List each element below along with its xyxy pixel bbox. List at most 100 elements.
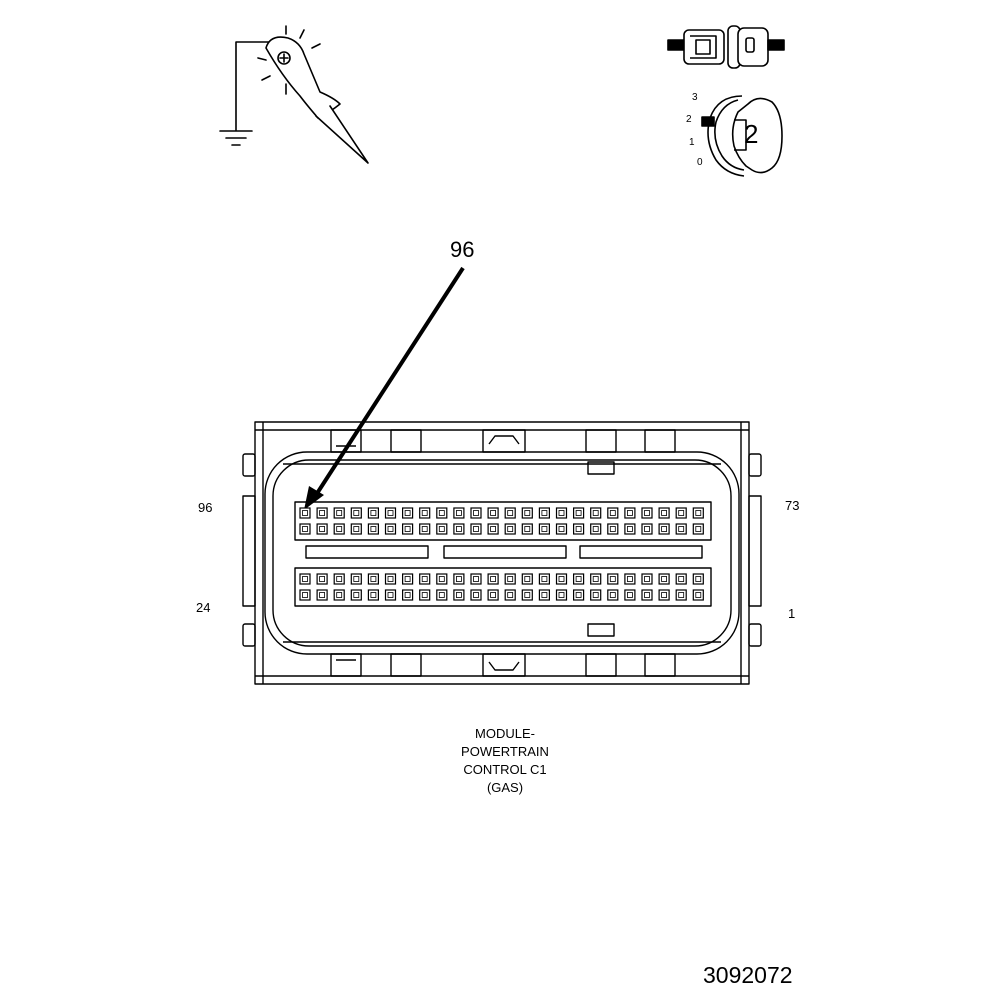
pin-cavity: [436, 507, 448, 519]
pin-terminal: [695, 526, 702, 532]
pin-terminal: [490, 526, 497, 532]
pin-label-top-left: 96: [198, 500, 213, 515]
connector-caption: MODULE- POWERTRAIN CONTROL C1 (GAS): [420, 725, 590, 797]
figure-id: 3092072: [703, 962, 793, 988]
pin-terminal: [302, 592, 308, 598]
disconnected-connector-icon: [667, 25, 785, 69]
pin-terminal: [627, 592, 633, 598]
pin-cavity: [470, 573, 482, 585]
pin-cavity: [419, 573, 431, 585]
pin-terminal: [404, 576, 411, 582]
pin-cavity: [384, 589, 397, 601]
pin-terminal: [507, 526, 514, 532]
pin-cavity: [384, 573, 397, 585]
pin-terminal: [644, 510, 650, 516]
pin-terminal: [438, 526, 445, 532]
pin-cavity: [402, 573, 414, 585]
pin-terminal: [438, 576, 445, 582]
pin-cavity: [487, 573, 499, 585]
pin-terminal: [455, 576, 462, 582]
pin-terminal: [678, 576, 685, 582]
pin-terminal: [353, 576, 360, 582]
pin-terminal: [421, 510, 428, 516]
connector-c1: [242, 421, 762, 685]
pin-cavity: [658, 523, 670, 535]
pin-terminal: [644, 592, 650, 598]
pin-terminal: [455, 526, 462, 532]
pin-terminal: [353, 526, 360, 532]
pin-cavity: [538, 523, 551, 535]
ignition-selected-position: 2: [744, 119, 759, 149]
pin-cavity: [367, 573, 379, 585]
pin-terminal: [455, 592, 462, 598]
pin-terminal: [387, 592, 394, 598]
pin-terminal: [558, 510, 565, 516]
caption-line: POWERTRAIN: [461, 744, 549, 759]
pin-cavity: [316, 507, 328, 519]
pin-cavity: [419, 523, 431, 535]
pin-cavity: [436, 523, 448, 535]
pin-cavity: [607, 573, 619, 585]
pin-cavities: [299, 507, 704, 601]
pin-terminal: [541, 592, 548, 598]
pin-cavity: [299, 507, 311, 519]
pin-cavity: [607, 589, 619, 601]
ignition-key-icon: [701, 95, 783, 177]
pin-cavity: [436, 589, 448, 601]
ignition-position-label: 2: [686, 114, 692, 125]
pin-cavity: [367, 523, 379, 535]
pin-cavity: [316, 573, 328, 585]
test-probe-ground-icon: [219, 25, 369, 164]
pin-terminal: [319, 510, 326, 516]
pin-terminal: [558, 576, 565, 582]
pin-cavity: [299, 573, 311, 585]
pin-terminal: [695, 592, 702, 598]
pin-cavity: [675, 589, 687, 601]
pin-terminal: [507, 510, 514, 516]
pin-cavity: [590, 573, 602, 585]
pin-cavity: [504, 573, 516, 585]
pin-cavity: [555, 573, 568, 585]
pin-cavity: [590, 507, 602, 519]
pin-cavity: [350, 589, 362, 601]
pin-cavity: [590, 589, 602, 601]
pin-cavity: [692, 589, 704, 601]
pin-cavity: [538, 507, 551, 519]
pin-cavity: [384, 523, 397, 535]
pin-terminal: [421, 576, 428, 582]
pin-cavity: [333, 589, 345, 601]
pin-terminal: [644, 526, 650, 532]
pin-cavity: [641, 523, 653, 535]
pin-cavity: [521, 523, 533, 535]
pin-terminal: [353, 592, 360, 598]
pin-cavity: [692, 507, 704, 519]
pin-label-bottom-right: 1: [788, 606, 796, 621]
pin-cavity: [675, 573, 687, 585]
pin-cavity: [692, 523, 704, 535]
pin-terminal: [387, 526, 394, 532]
pin-terminal: [575, 592, 582, 598]
pin-cavity: [487, 507, 499, 519]
pin-cavity: [333, 507, 345, 519]
pin-terminal: [507, 576, 514, 582]
pin-terminal: [592, 526, 599, 532]
pin-terminal: [473, 576, 479, 582]
pin-terminal: [524, 576, 531, 582]
pin-terminal: [473, 592, 479, 598]
pin-cavity: [299, 589, 311, 601]
pin-cavity: [453, 507, 465, 519]
pin-cavity: [521, 507, 533, 519]
pin-terminal: [592, 576, 599, 582]
pin-terminal: [609, 510, 616, 516]
pin-terminal: [661, 576, 667, 582]
pin-terminal: [627, 576, 633, 582]
pin-terminal: [507, 592, 514, 598]
pin-cavity: [572, 573, 585, 585]
pin-cavity: [607, 507, 619, 519]
pin-cavity: [470, 507, 482, 519]
pin-terminal: [575, 510, 582, 516]
pin-terminal: [438, 592, 445, 598]
pin-terminal: [558, 592, 565, 598]
caption-line: (GAS): [486, 780, 524, 795]
pin-cavity: [692, 573, 704, 585]
